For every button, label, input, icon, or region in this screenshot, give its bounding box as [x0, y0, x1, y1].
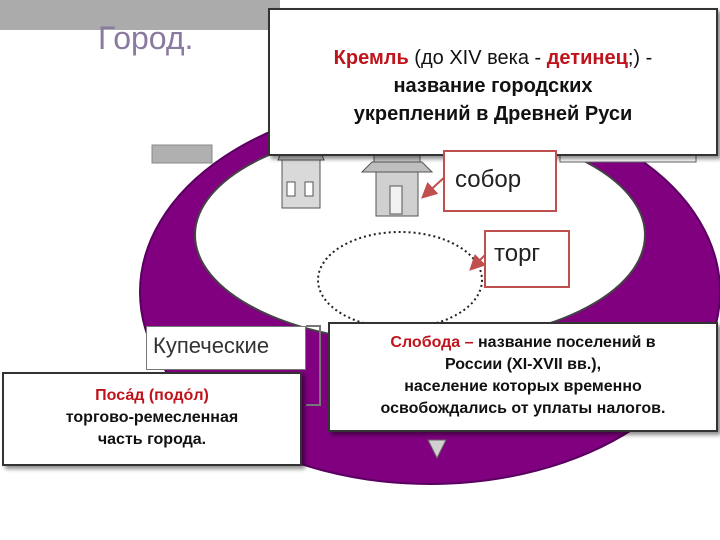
- kremlin-strip: [151, 144, 213, 164]
- sloboda-arrow: [427, 439, 447, 460]
- kremlin-callout: Кремль (до XIV века - детинец;) - назван…: [268, 8, 718, 156]
- posad-line2: торгово-ремесленная: [65, 409, 239, 426]
- church-icon: [360, 149, 434, 217]
- house-icon: [277, 149, 325, 209]
- kremlin-part1: (до XIV века -: [408, 47, 547, 69]
- page-title: Город.: [98, 20, 194, 56]
- kremlin-line2: название городских: [393, 75, 593, 97]
- kremlin-line1: Кремль (до XIV века - детинец;) -: [270, 44, 716, 72]
- market-circle: [317, 231, 483, 329]
- kremlin-part2: ;) -: [627, 47, 653, 69]
- sobor-label: собор: [443, 150, 557, 212]
- torg-label: торг: [484, 230, 570, 288]
- sloboda-callout: Слобода – название поселений в России (X…: [328, 322, 718, 432]
- sloboda-line3: население которых временно: [404, 378, 642, 395]
- posad-callout: Поса́д (подо́л) торгово-ремесленная част…: [2, 372, 302, 466]
- kremlin-term: Кремль: [333, 47, 409, 69]
- sloboda-line4: освобождались от уплаты налогов.: [380, 400, 666, 417]
- detinets-term: детинец: [546, 47, 628, 69]
- kupech-label: Купеческие: [146, 326, 306, 370]
- kupech-bracket: [306, 325, 321, 406]
- posad-line3: часть города.: [97, 431, 207, 448]
- sloboda-part1: название поселений в: [473, 334, 656, 351]
- sloboda-line1: Слобода – название поселений в: [330, 332, 716, 354]
- kremlin-line3: укреплений в Древней Руси: [353, 103, 633, 125]
- posad-term: Поса́д (подо́л): [95, 387, 209, 404]
- sloboda-line2: России (XI-XVII вв.),: [444, 356, 602, 373]
- sloboda-term: Слобода –: [390, 334, 474, 351]
